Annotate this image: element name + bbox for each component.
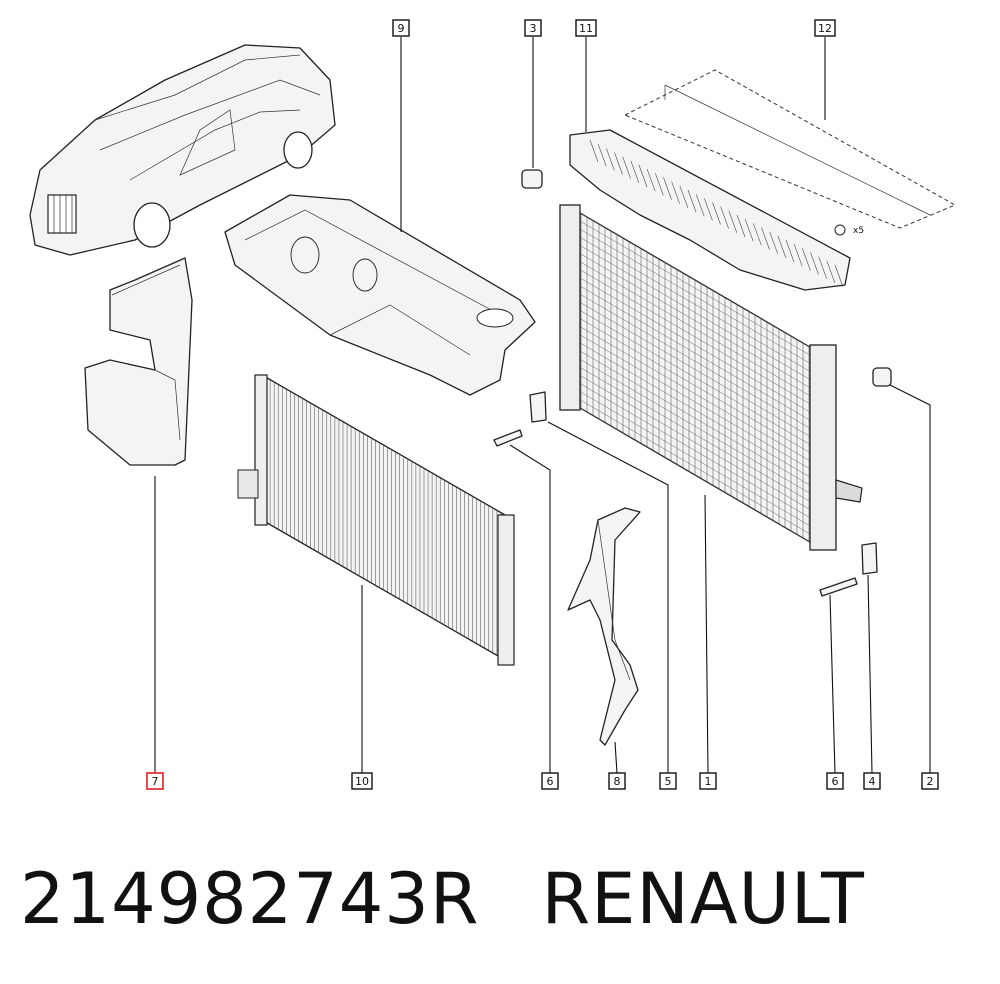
leader-lines	[154, 37, 931, 774]
svg-text:2: 2	[927, 775, 934, 788]
callout-12: 12	[814, 19, 836, 37]
callout-2: 2	[921, 772, 939, 790]
callout-11: 11	[575, 19, 597, 37]
part-right-air-deflector	[567, 507, 641, 746]
callout-7: 7	[146, 772, 164, 790]
car-illustration	[29, 44, 336, 256]
part-number: 214982743R	[20, 858, 480, 940]
parts-diagram: x5 9	[29, 19, 957, 790]
svg-text:10: 10	[355, 775, 369, 788]
part-upper-panel	[224, 194, 536, 396]
callout-1: 1	[699, 772, 717, 790]
callout-10: 10	[351, 772, 373, 790]
svg-text:4: 4	[869, 775, 876, 788]
clip-count-label: x5	[853, 226, 864, 236]
svg-text:3: 3	[530, 22, 537, 35]
part-left-air-deflector	[84, 257, 193, 466]
callout-9: 9	[392, 19, 410, 37]
svg-text:9: 9	[398, 22, 405, 35]
part-upper-crossmember	[569, 129, 851, 291]
svg-text:6: 6	[547, 775, 554, 788]
callout-6-right: 6	[826, 772, 844, 790]
callout-8: 8	[608, 772, 626, 790]
part-bolt-left	[493, 429, 523, 447]
callout-3: 3	[524, 19, 542, 37]
svg-text:7: 7	[152, 775, 159, 788]
callout-5: 5	[659, 772, 677, 790]
callout-6-left: 6	[541, 772, 559, 790]
part-rubber-mount-left	[521, 169, 543, 189]
svg-text:6: 6	[832, 775, 839, 788]
part-bolt-right	[819, 577, 858, 597]
part-condenser	[237, 374, 515, 666]
part-bracket-4	[861, 542, 878, 575]
callout-4: 4	[863, 772, 881, 790]
svg-text:12: 12	[818, 22, 832, 35]
brand-name: RENAULT	[541, 858, 865, 940]
part-radiator	[559, 204, 863, 551]
part-bracket-5	[529, 391, 547, 423]
svg-text:5: 5	[665, 775, 672, 788]
part-rubber-mount-right	[872, 367, 892, 387]
svg-text:1: 1	[705, 775, 712, 788]
caption: 214982743R RENAULT	[20, 858, 980, 958]
part-cover-panel: x5	[623, 69, 957, 236]
svg-text:8: 8	[614, 775, 621, 788]
svg-text:11: 11	[579, 22, 593, 35]
